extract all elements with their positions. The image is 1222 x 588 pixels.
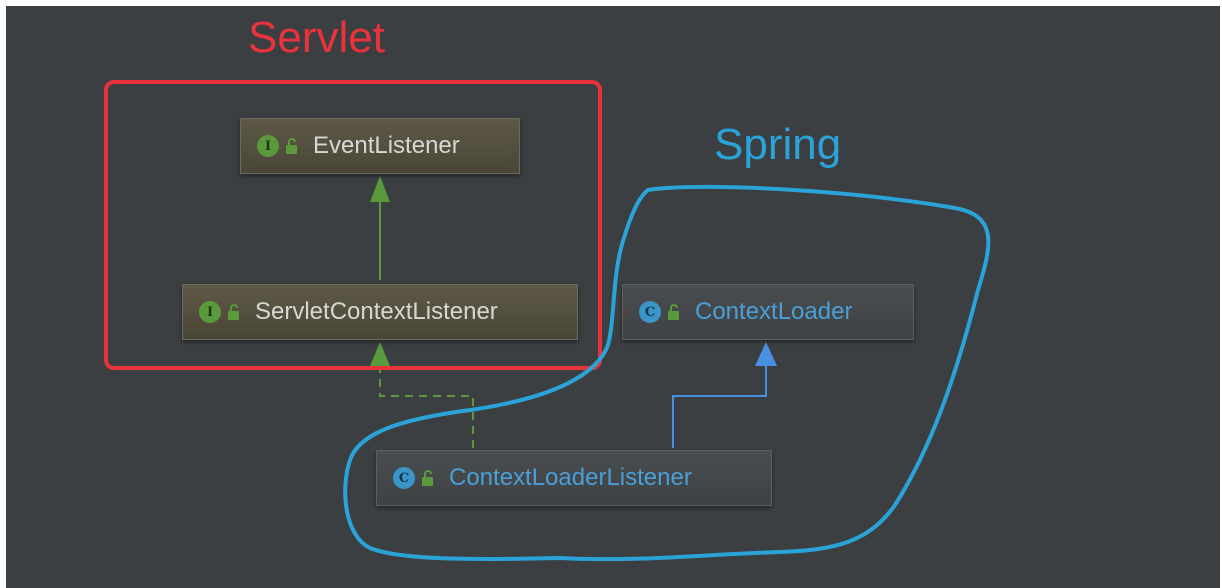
servlet-group-label: Servlet [248, 13, 385, 62]
public-lock-icon [668, 304, 679, 320]
public-lock-icon [286, 138, 297, 154]
interface-icon: I [257, 135, 279, 157]
interface-icon: I [199, 301, 221, 323]
spring-group-label: Spring [714, 120, 842, 169]
class-icon: C [639, 301, 661, 323]
node-label: ServletContextListener [255, 298, 498, 325]
public-lock-icon [422, 470, 433, 486]
node-eventlistener[interactable]: I EventListener [240, 118, 520, 174]
public-lock-icon [228, 304, 239, 320]
node-contextloader[interactable]: C ContextLoader [622, 284, 914, 340]
node-label: EventListener [313, 132, 460, 159]
node-label: ContextLoaderListener [449, 464, 692, 491]
node-servletcontextlistener[interactable]: I ServletContextListener [182, 284, 578, 340]
node-contextloaderlistener[interactable]: C ContextLoaderListener [376, 450, 772, 506]
node-label: ContextLoader [695, 298, 853, 325]
class-icon: C [393, 467, 415, 489]
